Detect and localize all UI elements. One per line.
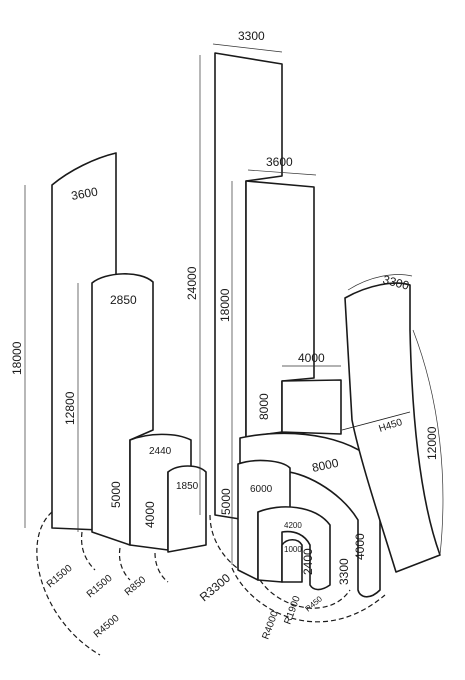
- label-arc-6000: 6000: [250, 484, 273, 495]
- panel-1000: [281, 538, 303, 583]
- label-4000-right: 4000: [353, 533, 367, 560]
- dim-line-12000: [412, 329, 444, 556]
- panel-4200: [257, 506, 331, 591]
- label-18000-mid: 18000: [218, 288, 232, 322]
- label-r1500-a: R1500: [45, 563, 75, 591]
- label-arc-8000: 8000: [311, 456, 340, 475]
- panel-left-tall-top-arc: [51, 152, 117, 186]
- dim-line-3300-top: [212, 43, 283, 53]
- label-24000: 24000: [185, 266, 199, 300]
- label-r3300: R3300: [197, 571, 233, 605]
- label-8000-small: 8000: [257, 393, 271, 420]
- label-5000-center: 5000: [219, 488, 233, 515]
- label-arc-1000: 1000: [284, 545, 302, 554]
- label-4000-top: 4000: [298, 351, 325, 365]
- label-arc-3600: 3600: [70, 184, 99, 202]
- floor-arc-r4500: [36, 511, 101, 656]
- floor-arc-r1500-a: [80, 531, 96, 571]
- label-18000-left: 18000: [10, 341, 24, 375]
- label-r1500-b: R1500: [85, 573, 115, 601]
- floor-arc-r850: [154, 552, 169, 583]
- dim-line-3300-right: [347, 274, 413, 291]
- label-arc-2850: 2850: [110, 293, 137, 307]
- label-3300-right: 3300: [337, 558, 351, 585]
- label-arc-3300-right: 3300: [381, 272, 411, 293]
- label-12000: 12000: [425, 426, 439, 460]
- label-3600-mid: 3600: [266, 155, 293, 169]
- floor-arc-r3300: [209, 514, 241, 571]
- label-5000-left: 5000: [109, 481, 123, 508]
- label-arc-2440: 2440: [149, 446, 172, 457]
- floor-arc-r1500-b: [118, 547, 131, 581]
- label-r850: R850: [123, 574, 149, 598]
- label-r450: R450: [304, 594, 325, 614]
- panel-4000-left: [167, 465, 207, 553]
- label-2400: 2400: [301, 548, 315, 575]
- label-3300-top: 3300: [238, 29, 265, 43]
- label-12800: 12800: [63, 391, 77, 425]
- panel-8000: [281, 379, 342, 435]
- label-arc-4200: 4200: [284, 521, 302, 530]
- label-4000-left: 4000: [143, 501, 157, 528]
- connector-h450: [341, 411, 411, 431]
- panel-12000: [344, 282, 441, 573]
- label-r4500: R4500: [92, 613, 122, 641]
- label-arc-1850: 1850: [176, 481, 199, 492]
- floor-arc-r4000: [231, 567, 386, 623]
- label-r4000: R4000: [260, 609, 281, 641]
- dim-line-3600-mid: [247, 169, 317, 176]
- floor-arc-r1900: [259, 579, 351, 609]
- label-r1900: R1900: [282, 594, 303, 626]
